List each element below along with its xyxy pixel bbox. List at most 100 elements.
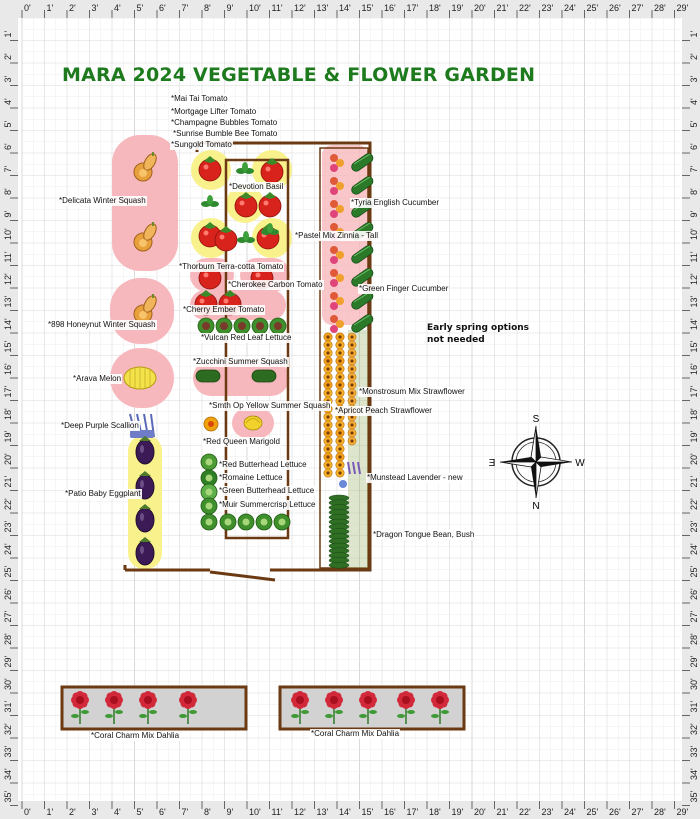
ruler-bottom-label: 13' <box>317 807 329 817</box>
ruler-bottom-label: 12' <box>294 807 306 817</box>
tomato-icon <box>234 192 258 218</box>
strawflower-icon <box>347 380 357 390</box>
label-delicata: *Delicata Winter Squash <box>58 196 147 206</box>
ruler-right-label: 26' <box>689 588 699 600</box>
strawflower-icon <box>347 420 357 430</box>
label-eggplant: *Patio Baby Eggplant <box>64 489 142 499</box>
ruler-top-label: 28' <box>654 3 666 13</box>
ruler-top-label: 18' <box>429 3 441 13</box>
label-marigold: *Red Queen Marigold <box>202 437 281 447</box>
delicata-squash-icon <box>133 152 157 182</box>
ruler-right-label: 11' <box>689 251 699 262</box>
lettuce-icon <box>237 513 255 531</box>
delicata-squash-icon <box>133 222 157 252</box>
lavender-icon <box>347 461 361 475</box>
strawflower-icon <box>347 436 357 446</box>
ruler-left-label: 14' <box>3 318 13 330</box>
strawflower-icon <box>323 452 333 462</box>
ruler-right-label: 3' <box>689 75 699 82</box>
ruler-top-label: 12' <box>294 3 306 13</box>
basil-icon <box>236 162 254 174</box>
label-tyria-cucumber: *Tyria English Cucumber <box>350 198 441 208</box>
ruler-bottom-label: 14' <box>339 807 351 817</box>
ruler-bottom-label: 1' <box>47 807 54 817</box>
ruler-bottom-label: 28' <box>654 807 666 817</box>
lettuce-icon <box>200 497 218 515</box>
garden-title: MARA 2024 VEGETABLE & FLOWER GARDEN <box>62 64 536 86</box>
strawflower-icon <box>335 420 345 430</box>
red-leaf-lettuce-icon <box>197 317 215 335</box>
ruler-bottom-label: 7' <box>182 807 189 817</box>
ruler-left-label: 31' <box>3 700 13 712</box>
zinnia-icon <box>330 177 344 195</box>
ruler-top-label: 15' <box>362 3 374 13</box>
strawflower-icon <box>323 364 333 374</box>
note-line-1: Early spring options <box>427 323 530 333</box>
ruler-bottom-label: 22' <box>519 807 531 817</box>
strawflower-icon <box>335 428 345 438</box>
ruler-top-label: 19' <box>452 3 464 13</box>
label-muir: *Muir Summercrisp Lettuce <box>218 500 317 510</box>
dahlia-bed-left <box>60 685 248 731</box>
ruler-left-label: 19' <box>3 430 13 442</box>
ruler-top-label: 13' <box>317 3 329 13</box>
dahlia-icon <box>291 691 309 724</box>
melon-icon <box>123 366 157 390</box>
strawflower-icon <box>335 396 345 406</box>
strawflower-icon <box>347 388 357 398</box>
label-zinnia: *Pastel Mix Zinnia - Tall <box>294 231 379 241</box>
basil-icon <box>237 231 255 243</box>
ruler-right-label: 18' <box>689 408 699 420</box>
ruler-bottom-label: 21' <box>497 807 509 817</box>
ruler-right-label: 12' <box>689 273 699 285</box>
ruler-right-label: 32' <box>689 723 699 735</box>
ruler-top-label: 11' <box>272 3 283 13</box>
ruler-top-label: 4' <box>114 3 121 13</box>
ruler-top-label: 5' <box>137 3 144 13</box>
ruler-right-label: 14' <box>689 318 699 330</box>
tomato-icon <box>260 158 284 184</box>
zinnia-icon <box>330 200 344 218</box>
basil-icon <box>261 223 279 235</box>
eggplant-icon <box>135 504 155 533</box>
strawflower-icon <box>323 428 333 438</box>
dahlia-icon <box>359 691 377 724</box>
zucchini-icon <box>195 369 221 383</box>
ruler-right-label: 10' <box>689 228 699 240</box>
ruler-left-label: 25' <box>3 565 13 577</box>
ruler-bottom-label: 19' <box>452 807 464 817</box>
compass-e: E <box>488 458 495 469</box>
ruler-top-label: 10' <box>249 3 261 13</box>
ruler-bottom-label: 29' <box>677 807 689 817</box>
ruler-top-label: 16' <box>384 3 396 13</box>
ruler-left-label: 34' <box>3 768 13 780</box>
ruler-bottom-label: 23' <box>542 807 554 817</box>
dahlia-icon <box>179 691 197 724</box>
ruler-left-label: 7' <box>3 165 13 172</box>
zinnia-icon <box>330 292 344 310</box>
lettuce-icon <box>219 513 237 531</box>
ruler-right-label: 20' <box>689 453 699 465</box>
label-vulcan-lettuce: *Vulcan Red Leaf Lettuce <box>200 333 293 343</box>
ruler-left-label: 8' <box>3 188 13 195</box>
label-red-butterhead: *Red Butterhead Lettuce <box>218 460 308 470</box>
ruler-left-label: 23' <box>3 520 13 532</box>
ruler-top-label: 25' <box>587 3 599 13</box>
ruler-bottom-label: 9' <box>227 807 234 817</box>
ruler-top-label: 0' <box>24 3 31 13</box>
strawflower-icon <box>335 436 345 446</box>
ruler-left-label: 1' <box>3 30 13 37</box>
ruler-left-label: 2' <box>3 53 13 60</box>
bean-icon <box>328 561 350 569</box>
ruler-right-label: 6' <box>689 143 699 150</box>
basil-icon <box>201 195 219 207</box>
lavender-icon <box>339 480 347 488</box>
zinnia-icon <box>330 269 344 287</box>
ruler-right-label: 35' <box>689 790 699 802</box>
early-spring-note: Early spring options not needed <box>427 322 529 346</box>
label-dragon-tongue: *Dragon Tongue Bean, Bush <box>372 530 476 540</box>
ruler-right-label: 30' <box>689 678 699 690</box>
strawflower-icon <box>335 356 345 366</box>
red-leaf-lettuce-icon <box>251 317 269 335</box>
ruler-left-label: 5' <box>3 120 13 127</box>
